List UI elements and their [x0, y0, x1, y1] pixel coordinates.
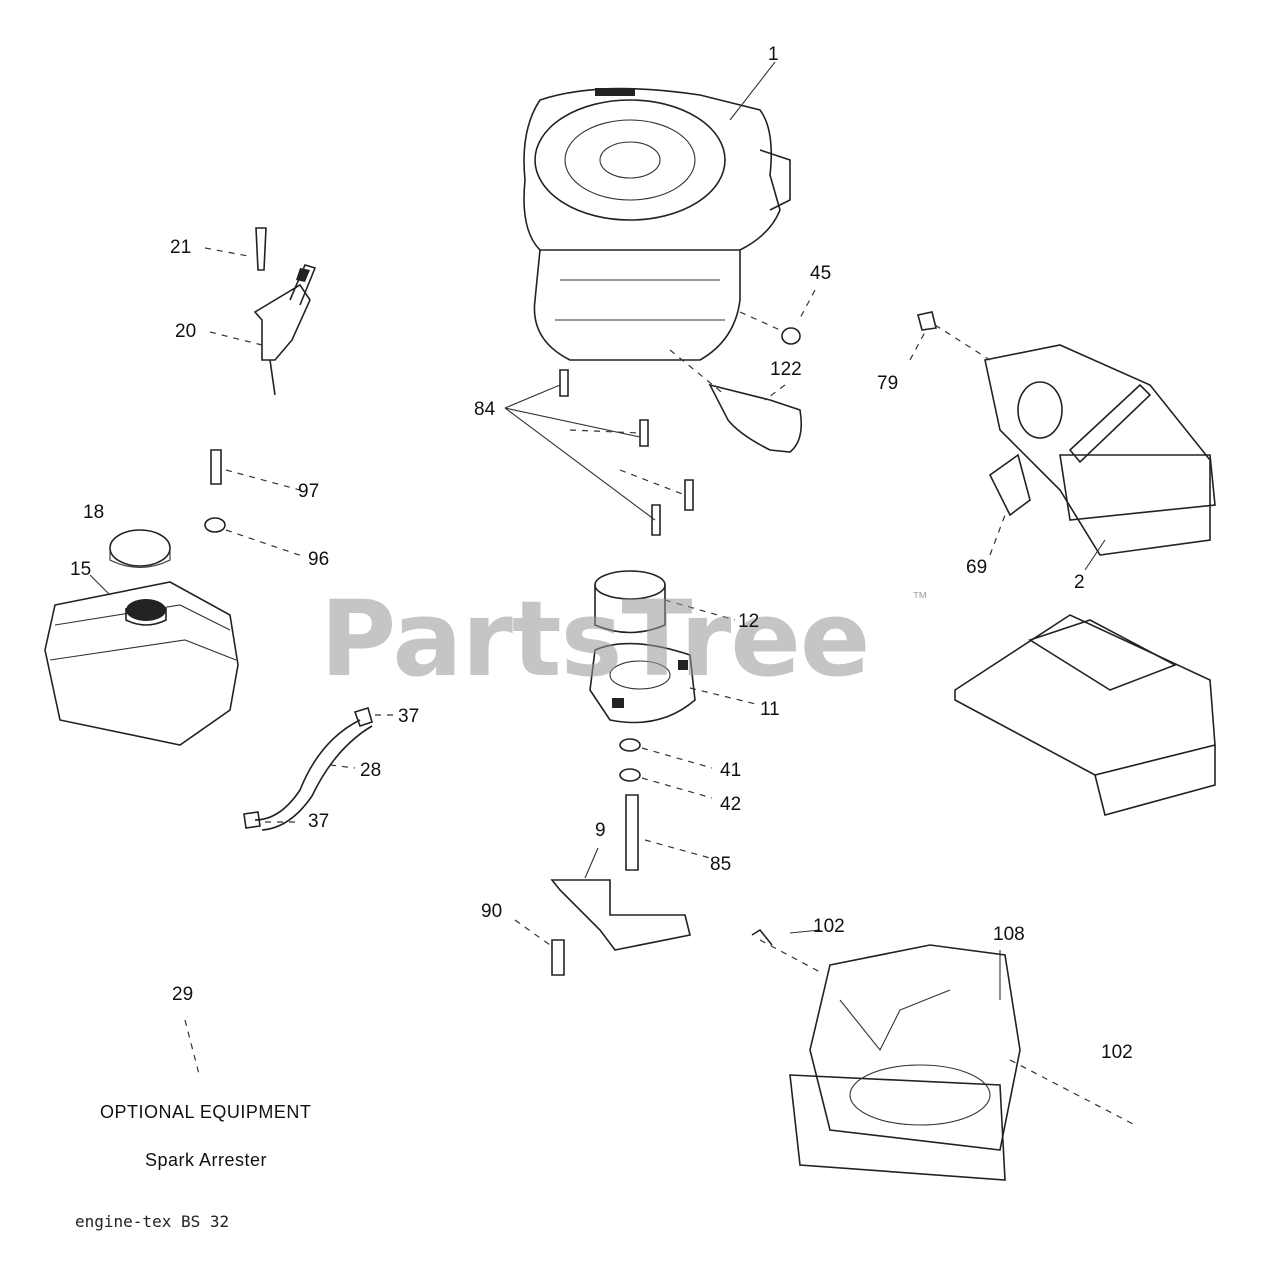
- callout-1[interactable]: 1: [768, 44, 779, 65]
- part-9-bracket: [550, 879, 691, 951]
- part-84-bolts: [559, 369, 694, 536]
- callout-102-lower[interactable]: 102: [1101, 1042, 1133, 1063]
- part-85: [625, 794, 639, 871]
- trademark-symbol: ™: [912, 590, 928, 607]
- part-throttle-control: [253, 227, 317, 396]
- callout-108[interactable]: 108: [993, 924, 1025, 945]
- callout-45[interactable]: 45: [810, 263, 832, 284]
- part-102-bolt-lower: [1009, 1059, 1136, 1126]
- callout-90[interactable]: 90: [481, 901, 503, 922]
- part-air-filter: [917, 311, 1216, 556]
- callout-28[interactable]: 28: [360, 760, 382, 781]
- callout-122[interactable]: 122: [770, 359, 802, 380]
- callout-69[interactable]: 69: [966, 557, 988, 578]
- part-41: [619, 738, 641, 752]
- part-45: [781, 327, 801, 345]
- callout-29[interactable]: 29: [172, 984, 194, 1005]
- part-engine: [523, 87, 791, 361]
- callout-20[interactable]: 20: [175, 321, 197, 342]
- parts-tree-watermark: PartsTree: [320, 578, 870, 700]
- part-96: [204, 517, 226, 533]
- part-12-pulley: [594, 570, 666, 634]
- part-mount-plate: [954, 614, 1216, 816]
- part-15-fuel-tank: [44, 581, 239, 746]
- part-90-bolt: [551, 939, 565, 976]
- callout-96[interactable]: 96: [308, 549, 330, 570]
- callout-18[interactable]: 18: [83, 502, 105, 523]
- diagram-code: engine-tex BS 32: [75, 1212, 230, 1231]
- callout-15[interactable]: 15: [70, 559, 92, 580]
- callout-84[interactable]: 84: [474, 399, 496, 420]
- part-108-mount: [789, 944, 1021, 1181]
- part-11-clutch: [589, 642, 696, 724]
- part-28-fuel-line: [254, 719, 361, 821]
- callout-37-upper[interactable]: 37: [398, 706, 420, 727]
- callout-102-upper[interactable]: 102: [813, 916, 845, 937]
- part-18-cap: [109, 529, 171, 567]
- callout-85[interactable]: 85: [710, 854, 732, 875]
- part-97: [210, 449, 222, 485]
- callout-79[interactable]: 79: [877, 373, 899, 394]
- part-102-bolt-upper: [751, 928, 773, 946]
- callout-21[interactable]: 21: [170, 237, 192, 258]
- callout-37-lower[interactable]: 37: [308, 811, 330, 832]
- part-37-clamp-lower: [243, 811, 261, 829]
- callout-42[interactable]: 42: [720, 794, 742, 815]
- callout-2[interactable]: 2: [1074, 572, 1085, 593]
- callout-9[interactable]: 9: [595, 820, 606, 841]
- callout-11[interactable]: 11: [760, 699, 780, 720]
- part-122: [708, 383, 803, 453]
- callout-41[interactable]: 41: [720, 760, 742, 781]
- part-42: [619, 768, 641, 782]
- part-37-clamp-upper: [353, 706, 373, 728]
- watermark-text: PartsTree: [320, 578, 870, 700]
- callout-12[interactable]: 12: [738, 611, 760, 632]
- optional-equipment-title: OPTIONAL EQUIPMENT: [100, 1102, 312, 1122]
- callout-97[interactable]: 97: [298, 481, 320, 502]
- optional-equipment-item: Spark Arrester: [145, 1150, 268, 1170]
